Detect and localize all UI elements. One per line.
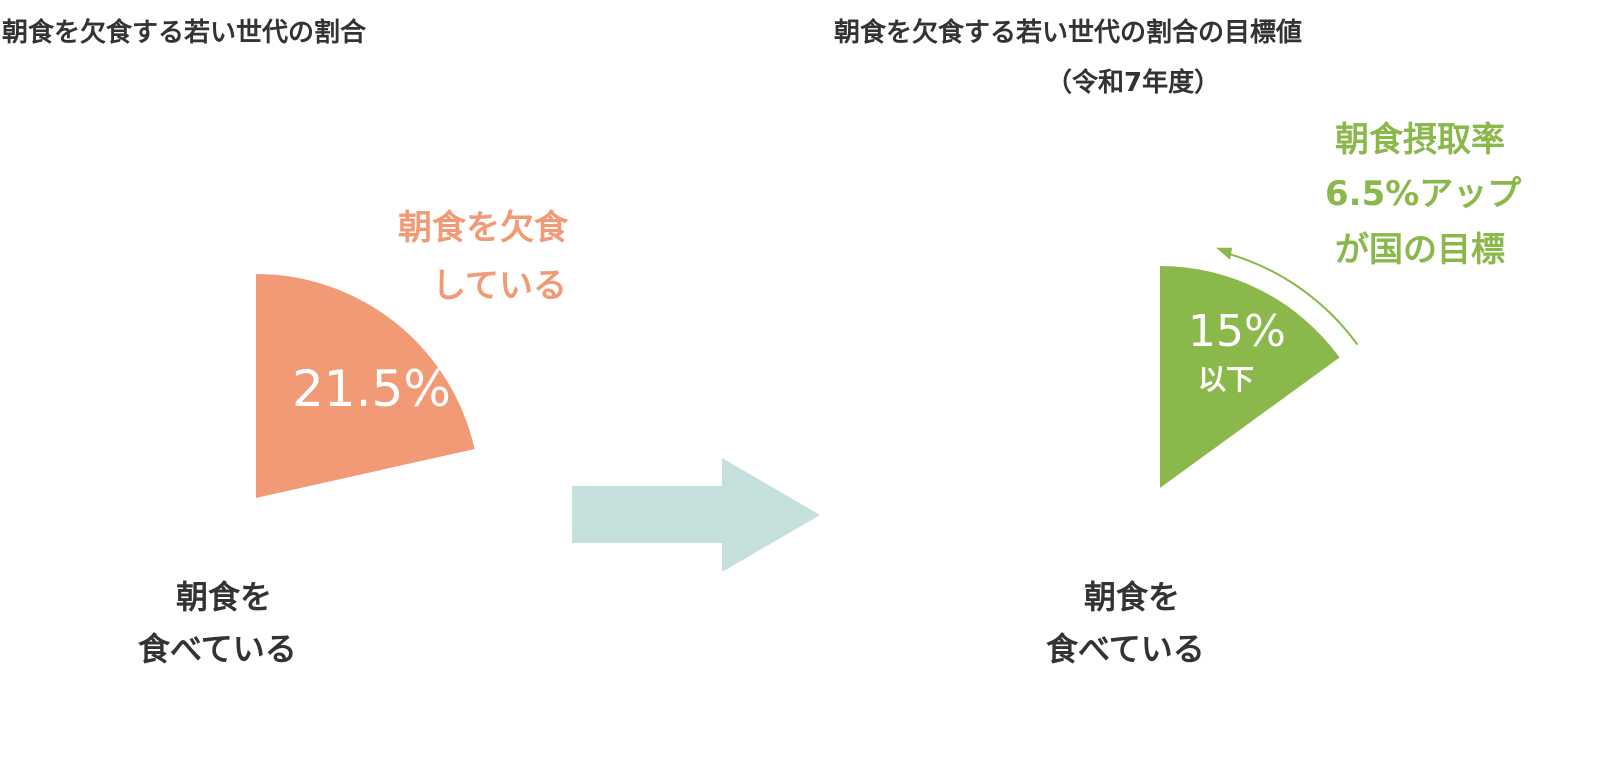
- arc-arrowhead: [1216, 247, 1233, 260]
- skip-label-line2: している: [432, 266, 567, 306]
- pie0-slice-0: [256, 274, 475, 498]
- right-value-sub: 以下: [1198, 363, 1255, 396]
- left-eat-label-line1: 朝食を: [176, 578, 273, 616]
- right-chart-title: 朝食を欠食する若い世代の割合の目標値: [834, 18, 1303, 48]
- pie1-slice-0: [1160, 266, 1340, 488]
- left-eat-label-line2: 食べている: [138, 630, 297, 668]
- right-value-label: 15%: [1188, 306, 1286, 357]
- right-eat-label-line2: 食べている: [1046, 630, 1205, 668]
- left-value-label: 21.5%: [292, 360, 451, 418]
- right-chart-subtitle: （令和7年度）: [1046, 68, 1221, 98]
- left-chart-title: 朝食を欠食する若い世代の割合: [2, 18, 367, 48]
- pie0-slice-1: [31, 274, 480, 723]
- skip-label-line1: 朝食を欠食: [398, 208, 568, 248]
- annotation-line1: 朝食摂取率: [1335, 120, 1505, 160]
- annotation-line2: 6.5%アップ: [1325, 174, 1522, 214]
- pie1-slice-1: [938, 266, 1383, 710]
- annotation-line3: が国の目標: [1335, 230, 1505, 270]
- increase-arc-arrow: [1227, 252, 1359, 346]
- right-eat-label-line1: 朝食を: [1084, 578, 1181, 616]
- transition-arrow: [572, 458, 820, 572]
